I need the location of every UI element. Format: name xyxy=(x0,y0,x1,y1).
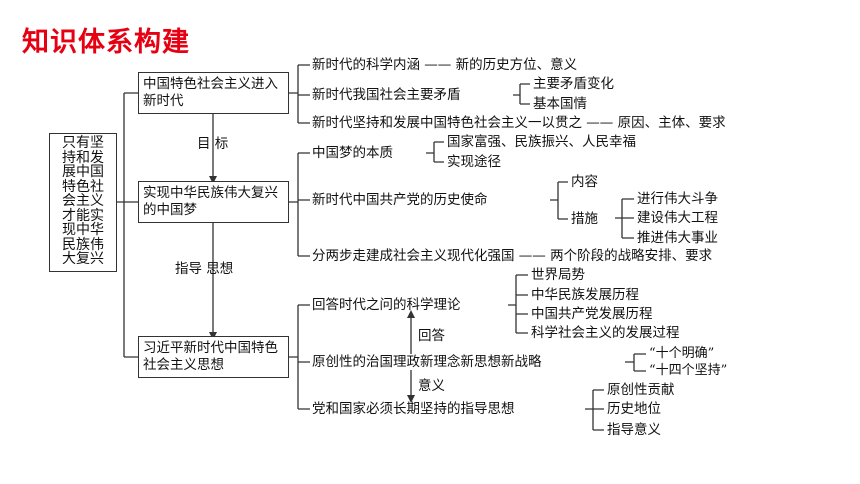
main-box-new-era: 中国特色社会主义进入新时代 xyxy=(138,72,289,114)
branch1-bracket xyxy=(289,64,310,124)
measures-bracket xyxy=(615,198,634,239)
link-answer: 回答 xyxy=(418,328,445,344)
b2-measure-item: 进行伟大斗争 xyxy=(637,191,718,207)
b2-two-steps: 分两步走建成社会主义现代化强国 —— 两个阶段的战略安排、要求 xyxy=(312,248,713,264)
b2-essence: 中国梦的本质 xyxy=(312,145,393,161)
b3-theory-item: 科学社会主义的发展过程 xyxy=(531,325,680,341)
page-title: 知识体系构建 xyxy=(22,27,190,58)
b3-theory-item: 中华民族发展历程 xyxy=(531,287,639,303)
b1-sci: 新时代的科学内涵 —— 新的历史方位、意义 xyxy=(312,57,578,73)
b3-theory-item: 世界局势 xyxy=(531,267,585,283)
b3-original-item: “十四个坚持” xyxy=(649,363,728,378)
b3-guideline-item: 原创性贡献 xyxy=(607,382,675,398)
b2-mission: 新时代中国共产党的历史使命 xyxy=(312,192,488,208)
b2-essence-item: 实现途径 xyxy=(447,154,501,170)
theory-bracket xyxy=(508,274,528,334)
b3-theory-item: 中国共产党发展历程 xyxy=(531,306,653,322)
b3-original: 原创性的治国理政新理念新思想新战略 xyxy=(312,354,542,370)
b2-essence-item: 国家富强、民族振兴、人民幸福 xyxy=(447,134,636,150)
essence-bracket xyxy=(426,141,444,163)
root-bracket xyxy=(117,92,138,358)
b1-contradiction-item: 主要矛盾变化 xyxy=(533,76,614,92)
b3-theory: 回答时代之问的科学理论 xyxy=(312,297,461,313)
branch3-bracket xyxy=(289,304,310,410)
b3-guideline-item: 指导意义 xyxy=(607,422,661,438)
b1-contradiction: 新时代我国社会主要矛盾 xyxy=(312,87,461,103)
link-meaning: 意义 xyxy=(418,378,445,394)
original-bracket xyxy=(625,353,646,372)
b2-measure-item: 推进伟大事业 xyxy=(637,230,718,246)
main-box-china-dream: 实现中华民族伟大复兴的中国梦 xyxy=(138,181,289,223)
b3-guideline-item: 历史地位 xyxy=(607,401,661,417)
b2-measures: 措施 xyxy=(571,211,598,227)
b1-adhere: 新时代坚持和发展中国特色社会主义一以贯之 —— 原因、主体、要求 xyxy=(312,115,726,131)
branch2-bracket xyxy=(289,152,310,257)
main-box-xi-thought: 习近平新时代中国特色社会主义思想 xyxy=(138,336,289,378)
contradiction-bracket xyxy=(513,83,530,105)
b3-guideline: 党和国家必须长期坚持的指导思想 xyxy=(312,401,515,417)
b2-measure-item: 建设伟大工程 xyxy=(637,210,718,226)
mission-bracket xyxy=(550,181,568,220)
b3-original-item: “十个明确” xyxy=(649,346,715,361)
guideline-bracket xyxy=(585,389,604,431)
root-box: 只有坚持和发展中国特色社会主义才能实现中华民族伟大复兴 xyxy=(49,133,117,272)
link-goal: 目 标 xyxy=(197,136,229,152)
b1-contradiction-item: 基本国情 xyxy=(533,96,587,112)
b2-content: 内容 xyxy=(571,174,598,190)
link-guide: 指导 思想 xyxy=(175,261,234,277)
